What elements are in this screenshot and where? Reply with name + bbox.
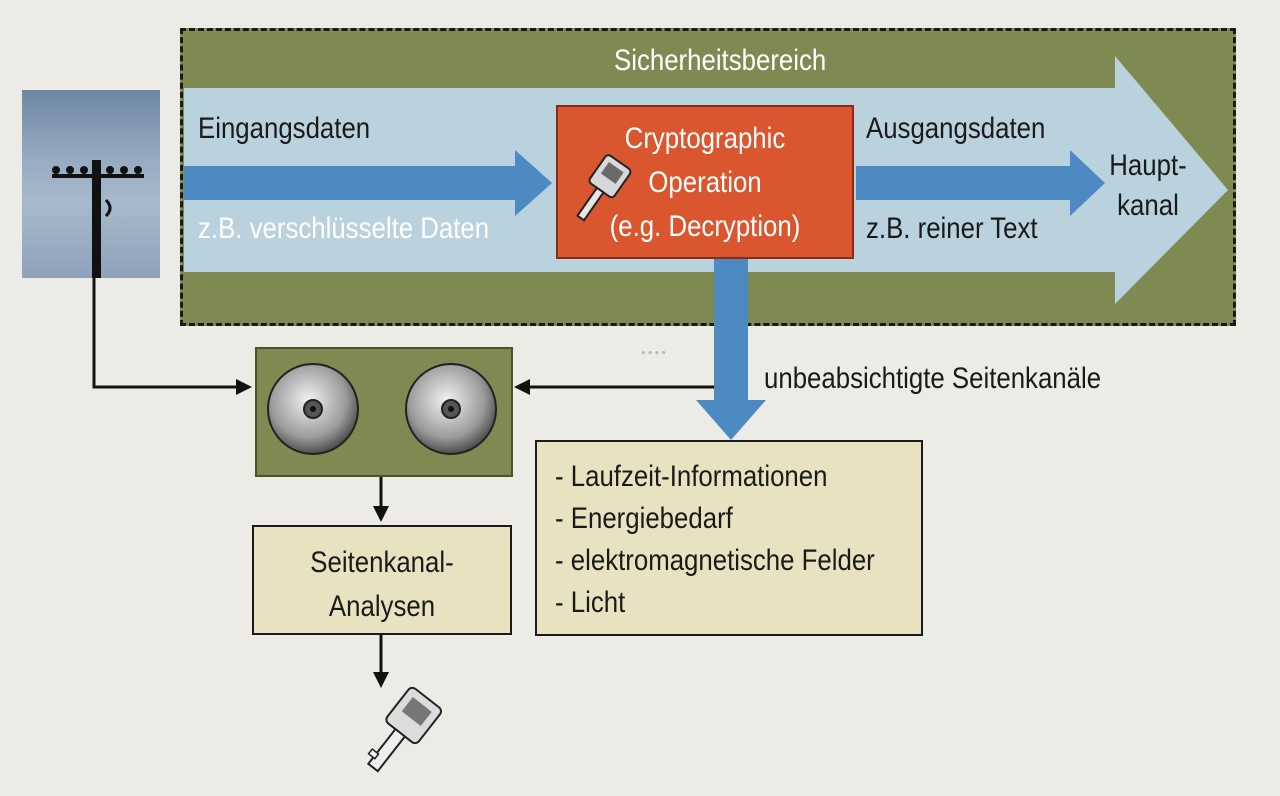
side-channels-label: unbeabsichtigte Seitenkanäle	[764, 362, 1102, 395]
leak-item-light: - Licht	[555, 586, 626, 619]
key-icon	[576, 154, 632, 222]
main-channel-label: Haupt- kanal	[1098, 146, 1198, 226]
leakage-list-box: - Laufzeit-Informationen - Energiebedarf…	[535, 440, 923, 636]
disk-icon	[405, 363, 497, 455]
key-icon	[366, 686, 442, 773]
operation-line1: Cryptographic	[624, 122, 786, 155]
antenna-connector	[92, 278, 240, 389]
main-channel-line2: kanal	[1117, 189, 1179, 222]
input-title: Eingangsdaten	[198, 112, 371, 145]
disk-icon	[267, 363, 359, 455]
main-channel-line1: Haupt-	[1109, 149, 1187, 182]
analysis-to-key-head	[373, 672, 389, 688]
side-channel-arrow	[696, 259, 766, 440]
input-example: z.B. verschlüsselte Daten	[198, 212, 490, 245]
output-flow-arrow	[856, 150, 1105, 216]
analysis-line1: Seitenkanal-	[310, 546, 454, 579]
analysis-label: Seitenkanal- Analysen	[272, 541, 492, 629]
input-flow-arrow	[184, 150, 552, 216]
output-title: Ausgangsdaten	[866, 112, 1046, 145]
antenna-icon	[52, 160, 144, 278]
crypto-operation-box: Cryptographic Operation (e.g. Decryption…	[556, 105, 854, 259]
crypto-operation-label: Cryptographic Operation (e.g. Decryption…	[579, 117, 832, 249]
background-text: ....	[640, 330, 667, 360]
operation-line2: Operation	[648, 166, 762, 199]
analysis-line2: Analysen	[328, 590, 436, 623]
leak-item-power: - Energiebedarf	[555, 502, 733, 535]
antenna-connector-head	[236, 379, 252, 395]
disk-to-analysis-head	[373, 506, 389, 522]
security-area-label: Sicherheitsbereich	[614, 44, 827, 77]
leak-item-em-fields: - elektromagnetische Felder	[555, 544, 875, 577]
side-channel-analysis-box: Seitenkanal- Analysen	[252, 525, 512, 635]
output-example: z.B. reiner Text	[866, 212, 1038, 245]
antenna-image	[22, 90, 160, 278]
side-channel-connector-head	[514, 379, 530, 395]
leak-item-runtime: - Laufzeit-Informationen	[555, 460, 828, 493]
operation-line3: (e.g. Decryption)	[609, 210, 801, 243]
measurement-disks	[255, 347, 513, 477]
